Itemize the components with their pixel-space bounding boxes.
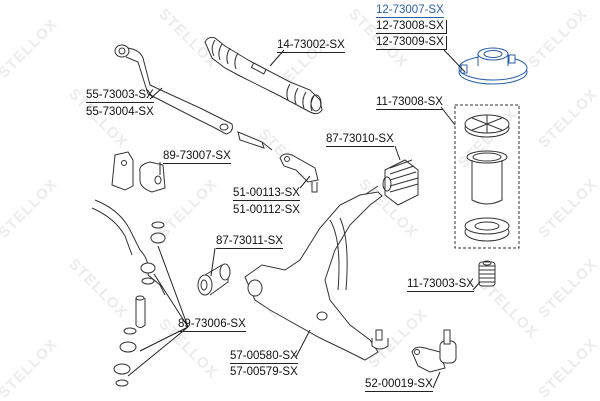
part-label-tie-rod-a[interactable]: 55-73003-SX — [86, 89, 154, 103]
part-label-tie-rod-end-b[interactable]: 51-00112-SX — [233, 204, 300, 216]
part-label-steering-boot[interactable]: 14-73002-SX — [277, 39, 345, 53]
part-label-ball-joint[interactable]: 52-00019-SX — [365, 378, 433, 392]
tie-rod-end-part — [279, 153, 319, 193]
stabilizer-bracket-part — [111, 151, 166, 193]
part-label-bump-stop[interactable]: 11-73003-SX — [407, 278, 474, 292]
part-label-strut-kit[interactable]: 11-73008-SX — [376, 96, 443, 110]
stabilizer-bar — [94, 199, 166, 296]
part-label-strut-mount-alt1[interactable]: 12-73008-SX — [376, 20, 447, 34]
steering-boot-part — [204, 37, 323, 115]
link-bushings-part — [113, 221, 166, 387]
part-label-arm-bushing[interactable]: 87-73011-SX — [216, 235, 283, 249]
ball-joint-part — [411, 329, 457, 373]
part-label-stab-bushing[interactable]: 89-73007-SX — [163, 150, 231, 164]
part-label-link-bushings[interactable]: 89-73006-SX — [178, 318, 246, 332]
strut-kit-box — [454, 104, 520, 249]
part-label-tie-rod-b[interactable]: 55-73004-SX — [86, 106, 154, 118]
tie-rod-part — [114, 44, 273, 151]
part-label-tie-rod-end-a[interactable]: 51-00113-SX — [233, 187, 300, 201]
part-label-strut-mount-alt2[interactable]: 12-73009-SX — [376, 36, 447, 50]
arm-bushing-part — [197, 263, 231, 296]
strut-kit-parts — [464, 114, 510, 242]
part-label-control-arm-a[interactable]: 57-00580-SX — [230, 350, 298, 364]
part-label-control-arm-b[interactable]: 57-00579-SX — [230, 366, 298, 378]
part-label-strut-mount-selected[interactable]: 12-73007-SX — [376, 4, 444, 18]
bump-stop-part — [478, 260, 496, 287]
control-arm-part — [244, 191, 389, 361]
strut-mount-part — [458, 47, 528, 85]
part-label-rack-bushing[interactable]: 87-73010-SX — [326, 133, 394, 147]
rack-bushing-part — [359, 159, 419, 206]
